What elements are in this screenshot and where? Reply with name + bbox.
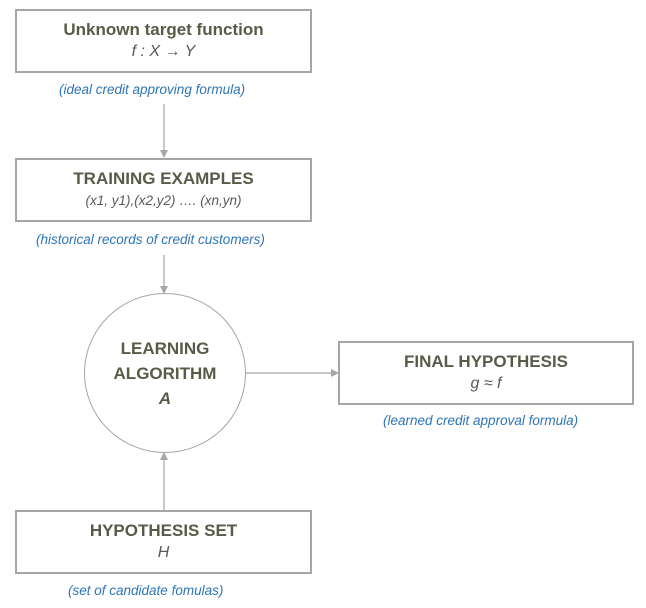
- training-examples-note: (historical records of credit customers): [36, 232, 265, 247]
- target-function-formula: f : X → Y: [131, 43, 196, 60]
- hypothesis-set-note: (set of candidate fomulas): [68, 583, 224, 598]
- learning-algorithm-circle: LEARNING ALGORITHM A: [84, 293, 246, 453]
- learning-algorithm-line1: LEARNING: [120, 338, 210, 358]
- final-hypothesis-formula: g ≈ f: [470, 375, 502, 392]
- final-hypothesis-title: FINAL HYPOTHESIS: [403, 352, 569, 371]
- hypothesis-set-title: HYPOTHESIS SET: [89, 521, 238, 540]
- hypothesis-set-symbol: H: [157, 544, 170, 561]
- target-function-title: Unknown target function: [63, 20, 264, 39]
- learning-algorithm-symbol: A: [158, 388, 172, 408]
- hypothesis-set-box: HYPOTHESIS SET H: [15, 510, 312, 574]
- target-function-box: Unknown target function f : X → Y: [15, 9, 312, 73]
- learning-algorithm-line2: ALGORITHM: [113, 363, 217, 383]
- training-examples-formula: (x1, y1),(x2,y2) …. (xn,yn): [85, 193, 242, 208]
- final-hypothesis-note: (learned credit approval formula): [383, 413, 579, 428]
- training-examples-title: TRAINING EXAMPLES: [73, 169, 254, 188]
- final-hypothesis-box: FINAL HYPOTHESIS g ≈ f: [338, 341, 634, 405]
- training-examples-box: TRAINING EXAMPLES (x1, y1),(x2,y2) …. (x…: [15, 158, 312, 222]
- target-function-note: (ideal credit approving formula): [59, 82, 246, 97]
